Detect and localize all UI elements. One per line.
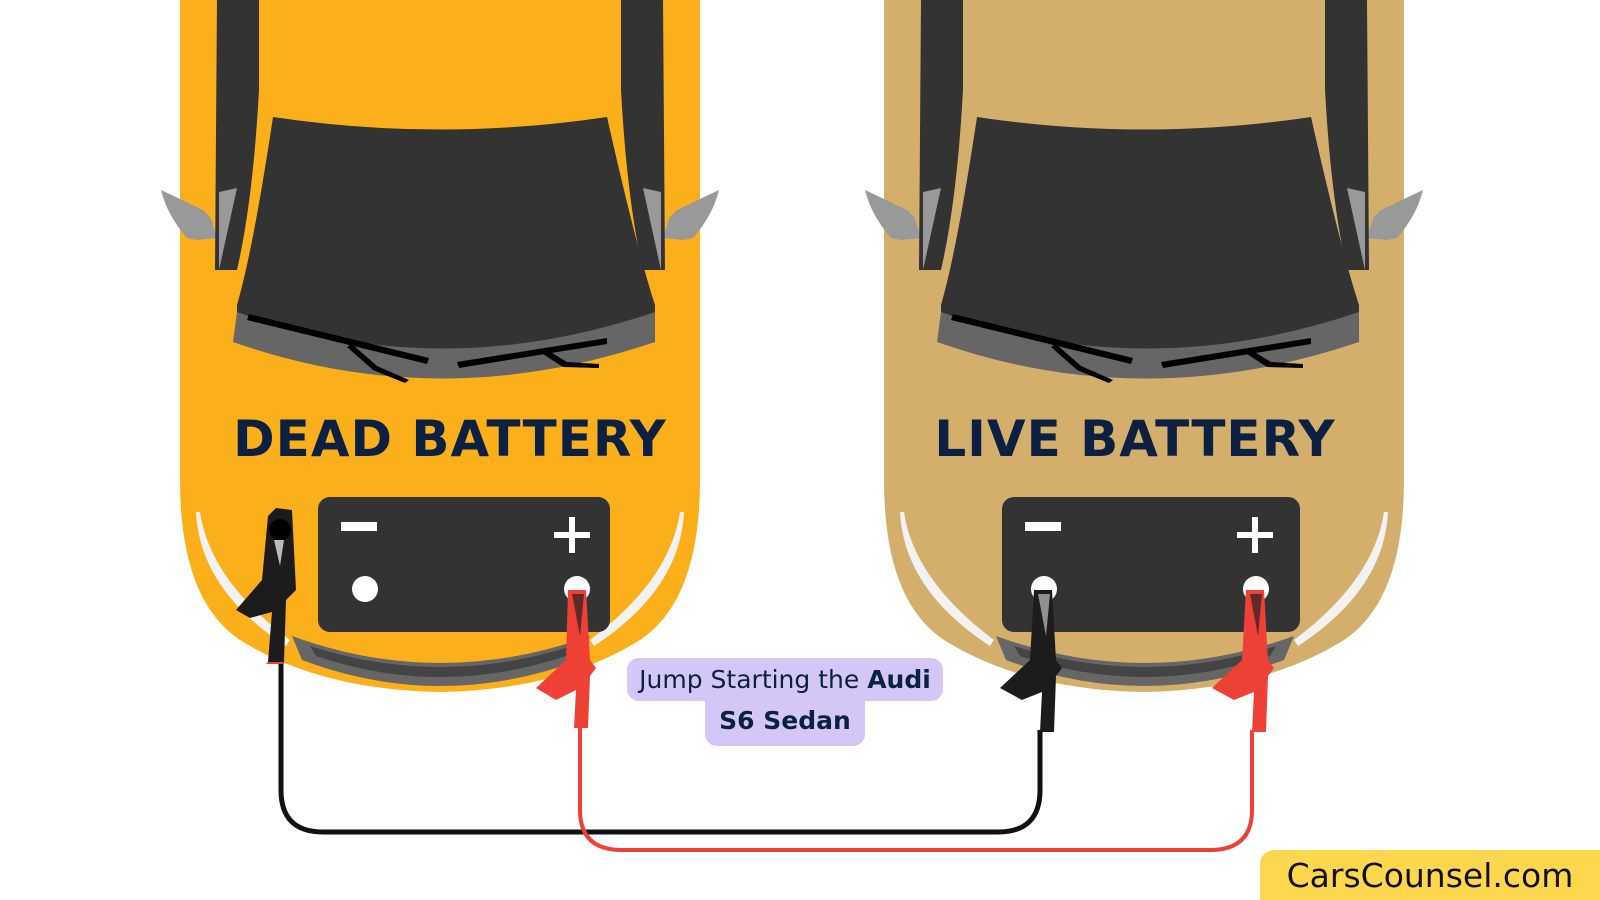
live-negative-symbol-icon <box>1025 522 1061 531</box>
dead-battery-label: DEAD BATTERY <box>233 410 667 468</box>
negative-cable <box>278 660 1043 835</box>
dead-negative-symbol-icon <box>341 522 377 531</box>
live-car <box>865 0 1423 692</box>
live-battery-label: LIVE BATTERY <box>934 410 1336 468</box>
diagram-caption: Jump Starting the Audi S6 Sedan <box>600 658 970 746</box>
caption-line-1: Jump Starting the Audi <box>627 658 943 701</box>
dead-bumper <box>292 636 590 686</box>
dead-battery <box>318 497 610 632</box>
dead-negative-terminal <box>352 576 378 602</box>
dead-car <box>161 0 719 692</box>
red-clamp-live-positive-icon <box>1212 590 1274 732</box>
live-battery <box>1002 497 1300 632</box>
live-bumper <box>996 636 1294 686</box>
black-clamp-live-negative-icon <box>1000 590 1062 732</box>
caption-bold-model: S6 Sedan <box>719 706 851 735</box>
caption-prefix: Jump Starting the <box>639 665 868 694</box>
live-positive-symbol-icon <box>1237 517 1273 553</box>
black-clamp-dead-ground-icon <box>236 508 296 664</box>
caption-bold-make: Audi <box>867 665 931 694</box>
red-clamp-dead-positive-icon <box>536 590 596 728</box>
brand-watermark: CarsCounsel.com <box>1260 850 1600 900</box>
caption-line-2: S6 Sedan <box>705 701 865 746</box>
positive-cable <box>578 720 1254 852</box>
dead-positive-symbol-icon <box>554 517 590 553</box>
